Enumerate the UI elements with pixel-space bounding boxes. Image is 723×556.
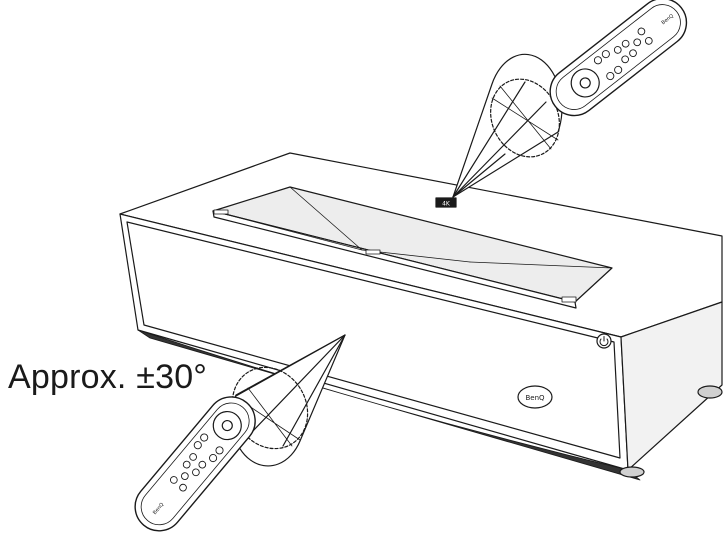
angle-label: Approx. ±30° bbox=[8, 358, 208, 396]
svg-text:BenQ: BenQ bbox=[525, 394, 545, 402]
projector-foot-icon bbox=[619, 466, 645, 478]
projector-foot-icon bbox=[697, 385, 723, 399]
upper-signal-cone bbox=[452, 53, 563, 198]
svg-text:4K: 4K bbox=[442, 201, 451, 208]
dpad-icon bbox=[212, 410, 242, 441]
lower-remote-control: BenQ bbox=[134, 396, 256, 532]
upper-remote-control: BenQ bbox=[549, 0, 688, 117]
dpad-icon bbox=[570, 68, 600, 98]
projector: 4K BenQ bbox=[119, 152, 723, 481]
ir-sensor-icon: 4K bbox=[435, 197, 457, 208]
power-button-icon bbox=[596, 333, 612, 349]
lower-remote-assembly: BenQ bbox=[134, 334, 346, 532]
lens-window bbox=[212, 186, 613, 309]
brand-logo: BenQ bbox=[517, 385, 553, 409]
upper-remote-assembly: BenQ bbox=[452, 0, 688, 198]
